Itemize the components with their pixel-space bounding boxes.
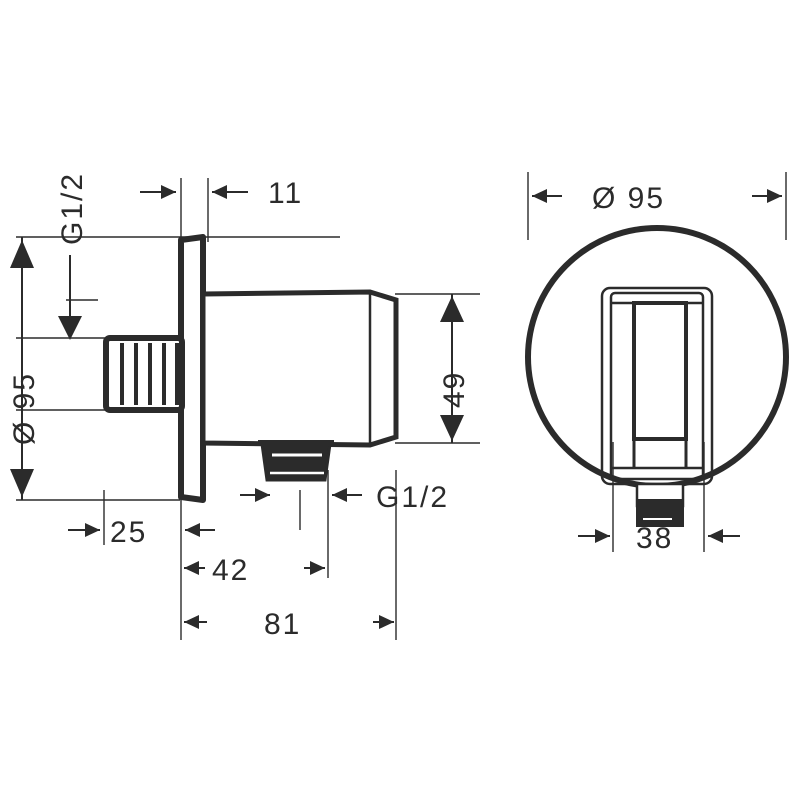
- body-center-block: [632, 301, 688, 441]
- dim-plate-thickness: 11: [140, 177, 303, 210]
- dim-d95-side-arrow-top: [10, 240, 34, 268]
- dim-escutcheon-diameter-side: Ø 95: [8, 237, 41, 500]
- inlet-thread-hatching: [120, 343, 179, 405]
- body-chamfer-outline: [609, 291, 705, 481]
- dim-body-height: 49: [438, 294, 471, 443]
- dim-inlet-offset: 25: [68, 516, 215, 549]
- dim-25-label: 25: [110, 516, 147, 549]
- dim-11-label: 11: [268, 177, 303, 210]
- outlet-thread-spigot-front: [636, 499, 684, 527]
- dim-d95-side-arrow-bottom: [10, 469, 34, 497]
- dim-g12-inlet-label: G1/2: [56, 172, 89, 245]
- escutcheon-circle: [525, 225, 789, 489]
- dim-outlet-offset: 42: [184, 554, 325, 587]
- dim-d95-side-label: Ø 95: [8, 372, 41, 445]
- dim-81-label: 81: [264, 608, 301, 641]
- outlet-thread-spigot: [260, 442, 332, 482]
- dim-body-width: 38: [578, 522, 740, 555]
- dim-49-label: 49: [438, 371, 471, 408]
- dim-escutcheon-diameter-front: Ø 95: [532, 182, 782, 215]
- dim-38-label: 38: [636, 522, 673, 555]
- body-outer-outline: [600, 286, 714, 486]
- outlet-collar: [258, 440, 334, 446]
- side-section-view: 11 G1/2 Ø 95 49: [8, 172, 480, 641]
- dim-d95-front-label: Ø 95: [592, 182, 665, 215]
- dim-49-arrow-bottom: [440, 415, 464, 441]
- dim-42-label: 42: [212, 554, 249, 587]
- dim-g12-outlet-label: G1/2: [376, 481, 449, 514]
- dim-inlet-thread: G1/2: [56, 172, 89, 340]
- dim-g12-inlet-arrow: [58, 316, 82, 340]
- outlet-body: [200, 289, 399, 448]
- inlet-thread-nipple: [103, 335, 185, 413]
- dim-overall-length: 81: [184, 608, 394, 641]
- dim-49-arrow-top: [440, 296, 464, 322]
- dim-outlet-thread: G1/2: [240, 481, 449, 514]
- front-view: Ø 95 38: [525, 172, 789, 555]
